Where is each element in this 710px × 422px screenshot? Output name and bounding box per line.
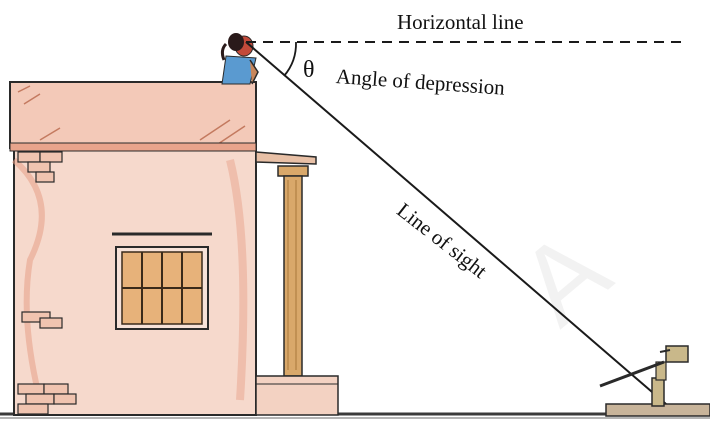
watermark: A <box>496 207 632 349</box>
theta-symbol: θ <box>303 58 315 82</box>
window <box>112 234 212 329</box>
hand-pump <box>600 346 710 416</box>
veranda-pillar <box>278 166 308 376</box>
angle-arc <box>284 42 296 76</box>
house <box>10 82 338 415</box>
horizontal-line-label: Horizontal line <box>397 12 524 33</box>
observer-girl <box>222 33 258 84</box>
